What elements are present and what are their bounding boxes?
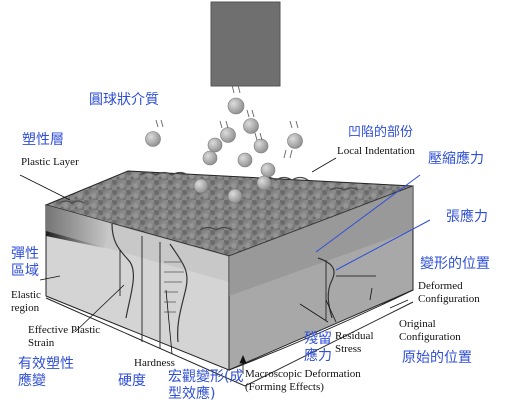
shot-media bbox=[145, 97, 303, 204]
right-face-upper-band bbox=[229, 186, 413, 296]
shot-ball bbox=[243, 118, 259, 134]
hardness-curve bbox=[141, 236, 161, 348]
shot-ball bbox=[256, 175, 272, 191]
label-spherical-media-zh: 圓球狀介質 bbox=[89, 92, 159, 108]
label-residual-stress-en: Residual Stress bbox=[335, 330, 374, 356]
label-compressive-stress-zh: 壓縮應力 bbox=[428, 151, 484, 167]
shot-ball bbox=[193, 178, 209, 194]
shot-ball bbox=[237, 152, 253, 168]
label-concave-part-zh: 凹陷的部份 bbox=[348, 125, 414, 140]
label-plastic-layer-en: Plastic Layer bbox=[21, 156, 79, 168]
shot-ball bbox=[207, 137, 223, 153]
label-macro-deformation-zh: 宏觀變形(成型效應) bbox=[168, 369, 244, 402]
residual-stress-curve-front bbox=[169, 243, 188, 343]
label-elastic-region-en: Elastic region bbox=[11, 289, 41, 315]
strain-ticks bbox=[164, 261, 184, 313]
blue-leader-lines bbox=[315, 174, 431, 271]
shot-motion-streaks bbox=[155, 84, 299, 159]
shot-ball bbox=[227, 188, 243, 204]
shot-ball bbox=[202, 150, 218, 166]
deformed-configuration-line bbox=[228, 289, 414, 371]
label-macroscopic-deformation-en: Macroscopic Deformation (Forming Effects… bbox=[245, 368, 361, 394]
label-original-position-zh: 原始的位置 bbox=[402, 350, 472, 366]
shot-ball bbox=[227, 97, 245, 115]
label-hardness-en: Hardness bbox=[134, 357, 175, 369]
label-deformed-configuration-en: Deformed Configuration bbox=[418, 280, 480, 306]
original-configuration-line bbox=[45, 297, 414, 387]
label-hardness-zh: 硬度 bbox=[118, 373, 146, 389]
label-elastic-region-zh: 彈性區域 bbox=[11, 246, 39, 279]
nozzle bbox=[210, 1, 281, 87]
label-local-indentation-en: Local Indentation bbox=[337, 145, 415, 157]
surface-roughness bbox=[59, 171, 359, 231]
shot-ball bbox=[287, 133, 303, 149]
label-deformed-position-zh: 變形的位置 bbox=[420, 256, 490, 272]
label-plastic-layer-zh: 塑性層 bbox=[22, 132, 64, 148]
black-leader-lines bbox=[19, 157, 409, 374]
shot-ball bbox=[253, 138, 269, 154]
label-effective-plastic-strain-zh: 有效塑性應變 bbox=[18, 356, 74, 389]
shot-ball bbox=[145, 131, 161, 147]
label-tensile-stress-zh: 張應力 bbox=[446, 209, 488, 225]
label-effective-plastic-strain-en: Effective Plastic Strain bbox=[28, 324, 101, 350]
shot-ball bbox=[260, 162, 276, 178]
plastic-layer-band bbox=[46, 205, 229, 282]
effective-plastic-strain-curve bbox=[111, 223, 134, 319]
label-residual-stress-zh: 殘留應力 bbox=[304, 331, 332, 364]
shot-ball bbox=[220, 127, 236, 143]
label-original-configuration-en: Original Configuration bbox=[399, 318, 461, 344]
